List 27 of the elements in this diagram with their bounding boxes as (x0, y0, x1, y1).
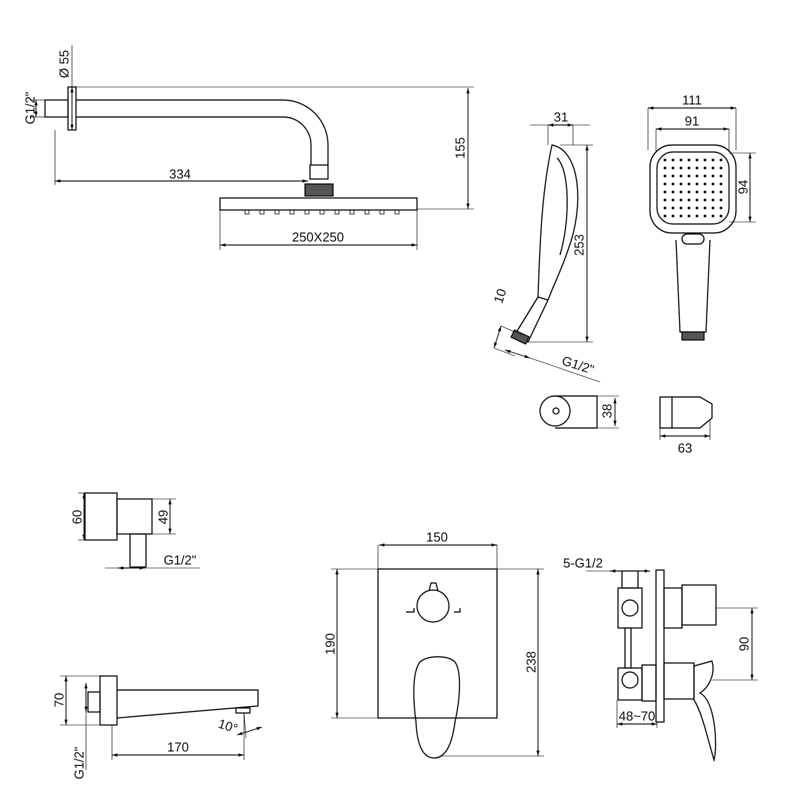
dimension-value: 38 (600, 404, 614, 418)
dimension-value: 253 (572, 234, 586, 256)
dimension-value: 155 (454, 137, 466, 159)
dimension-value: 49 (156, 510, 170, 524)
dimension-value: 60 (70, 510, 84, 524)
dimension-value: 111 (682, 94, 702, 106)
dimension-value: 91 (684, 114, 700, 128)
dimension-value: 70 (52, 692, 66, 708)
dimension-value: 90 (738, 636, 750, 652)
dimension-value: 190 (324, 633, 336, 655)
dimension-value: G1/2" (72, 746, 86, 780)
dimension-value: 48~70 (618, 710, 656, 722)
dimension-value: G1/2" (24, 92, 36, 124)
dimension-value: 63 (678, 442, 692, 454)
dimension-value: G1/2" (164, 554, 196, 566)
dimension-value: 170 (167, 740, 189, 754)
dimension-value: 5-G1/2 (563, 556, 603, 570)
dimension-value: 150 (426, 530, 448, 544)
dimension-value: 334 (169, 168, 191, 180)
dimension-value: 94 (736, 180, 750, 194)
dimension-value: Ø 55 (58, 50, 70, 78)
dimension-value: 238 (524, 651, 538, 673)
dimension-value: 31 (554, 110, 568, 124)
dimension-value: 250X250 (292, 230, 344, 244)
dimension-value: 10 (492, 287, 508, 305)
dimension-value: G1/2" (560, 354, 596, 376)
dimension-value: 10° (216, 716, 240, 736)
